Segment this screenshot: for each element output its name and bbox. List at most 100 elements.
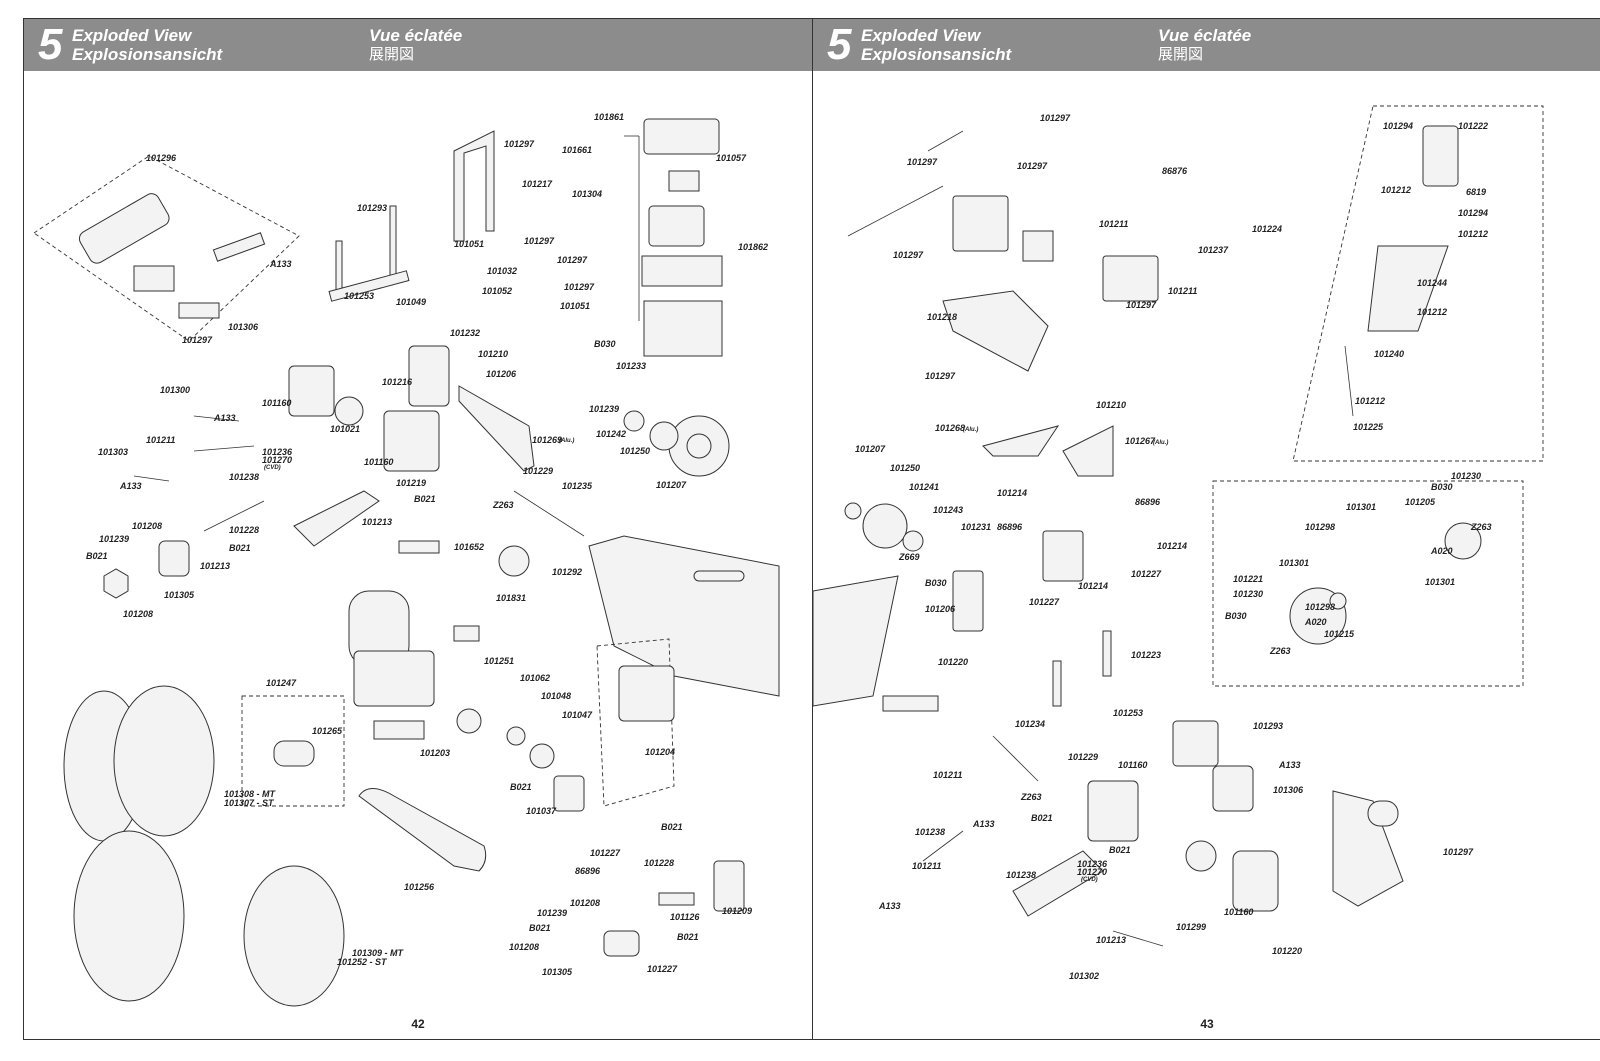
bumper-group-outline: [33, 155, 300, 342]
body-post: [389, 205, 397, 282]
center-shaft: [513, 490, 585, 537]
part-label: B021: [1031, 813, 1053, 823]
part-label: 101237: [1198, 245, 1229, 255]
spur-gear-hub: [686, 433, 712, 459]
part-label: 101220: [1272, 946, 1303, 956]
part-label: 101250: [890, 463, 921, 473]
part-label: 101205: [1405, 497, 1436, 507]
receiver-box-lid: [643, 118, 720, 155]
part-label: 101212: [1417, 307, 1448, 317]
part-label: 101021: [330, 424, 361, 434]
part-label: 101238: [1006, 870, 1037, 880]
engine-header: [453, 625, 480, 642]
part-label: 101253: [1113, 708, 1144, 718]
part-label: 86896: [575, 866, 601, 876]
exhaust-pipe: [358, 788, 487, 872]
chassis-slot: [693, 570, 745, 582]
steering-link: [927, 130, 964, 152]
part-label: 101214: [1157, 541, 1188, 551]
part-label: 101216: [382, 377, 413, 387]
chassis-plate: [813, 575, 899, 707]
part-label: (Alu.): [559, 438, 575, 444]
clutch-shoe: [506, 726, 526, 746]
drive-shaft: [992, 735, 1039, 782]
part-label: 101238: [915, 827, 946, 837]
turnbuckle: [203, 500, 265, 532]
part-label: 101297: [504, 139, 535, 149]
part-label: 101297: [1040, 113, 1071, 123]
title-english: Exploded View: [861, 26, 981, 45]
chassis-brace: [882, 695, 939, 712]
bumper-post: [1367, 800, 1399, 827]
part-label: 101229: [1068, 752, 1099, 762]
part-label: 101244: [1417, 278, 1448, 288]
battery-group-outline: [596, 638, 675, 807]
gearbox-half: [288, 365, 335, 417]
clutch-bell: [623, 410, 645, 432]
rear-hub-carrier: [1212, 765, 1254, 812]
part-label: 101243: [933, 505, 964, 515]
part-label: 101048: [541, 691, 572, 701]
part-label: 101270: [262, 455, 293, 465]
air-filter: [498, 545, 530, 577]
part-label: 101208: [123, 609, 154, 619]
part-label: 101212: [1381, 185, 1412, 195]
bearing: [844, 502, 862, 520]
part-label: 101236: [1077, 859, 1108, 869]
part-label: 101220: [938, 657, 969, 667]
part-label: 101831: [496, 593, 527, 603]
part-label: 101210: [1096, 400, 1127, 410]
differential: [334, 396, 364, 426]
part-label: 101208: [509, 942, 540, 952]
part-label: 101219: [396, 478, 427, 488]
part-label: 101250: [620, 446, 651, 456]
part-label: (Alu.): [1153, 440, 1169, 446]
part-label: (CVD): [1081, 877, 1098, 883]
part-label: 101228: [644, 858, 675, 868]
top-plate-alt: [1062, 425, 1114, 477]
part-label: Z669: [899, 552, 920, 562]
part-label: 101211: [146, 435, 176, 445]
part-label: 101309 - MT: [352, 948, 404, 958]
part-label: 101297: [925, 371, 956, 381]
part-label: 101297: [907, 157, 938, 167]
part-label: 101302: [1069, 971, 1100, 981]
part-label: 101217: [522, 179, 553, 189]
part-label: 101032: [487, 266, 518, 276]
part-label: 101652: [454, 542, 485, 552]
top-plate: [982, 425, 1060, 457]
part-label: B021: [414, 494, 436, 504]
part-label: 101231: [961, 522, 992, 532]
part-label: 101661: [562, 145, 593, 155]
rear-bumper: [1332, 790, 1404, 907]
part-label: 101228: [229, 525, 260, 535]
bumper-mount: [133, 265, 175, 292]
diff-case: [1444, 522, 1482, 560]
wheel-nut: [103, 568, 129, 599]
part-label: B030: [594, 339, 616, 349]
gearbox-half: [383, 410, 440, 472]
part-label: 101213: [200, 561, 231, 571]
part-label: A020: [1305, 617, 1327, 627]
part-label: 101206: [925, 604, 956, 614]
section-number: 5: [38, 20, 63, 69]
axle-shaft: [658, 892, 695, 906]
rear-differential: [1185, 840, 1217, 872]
part-label: 101227: [647, 964, 678, 974]
page-header: 5 Exploded View Explosionsansicht Vue éc…: [24, 19, 812, 71]
chassis-plate: [588, 535, 780, 697]
part-label: 101229: [523, 466, 554, 476]
part-label: 101297: [564, 282, 595, 292]
part-label: 101223: [1131, 650, 1162, 660]
title-french: Vue éclatée: [369, 26, 463, 45]
part-label: 101265: [312, 726, 343, 736]
exploded-view-diagram-left: [33, 118, 780, 1007]
shock-body: [1422, 125, 1459, 187]
battery-pack: [648, 205, 705, 247]
clutch-bearing: [553, 775, 585, 812]
part-label: 101305: [164, 590, 195, 600]
part-label: 101306: [1273, 785, 1304, 795]
shock-shaft: [1344, 345, 1354, 417]
exhaust-manifold: [273, 740, 315, 767]
manual-page-43: 5 Exploded View Explosionsansicht Vue éc…: [812, 18, 1600, 1040]
